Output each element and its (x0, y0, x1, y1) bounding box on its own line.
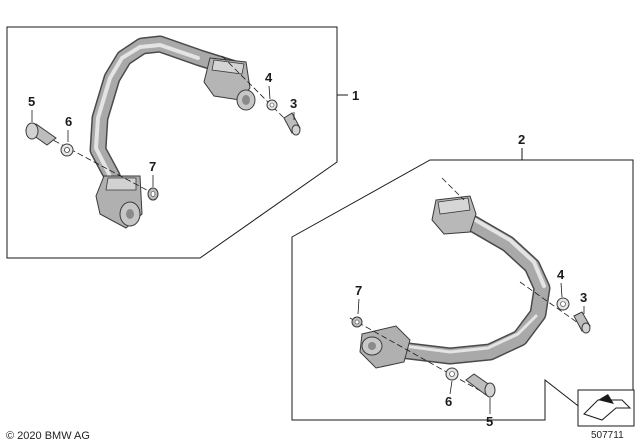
callout-5-group2: 5 (486, 414, 493, 429)
callout-7-group1: 7 (149, 159, 156, 174)
callout-3-group2: 3 (580, 290, 587, 305)
group2-frame (291, 159, 634, 421)
group2-washer-small (556, 297, 570, 311)
callout-4-group1: 4 (265, 70, 273, 85)
callout-2: 2 (518, 132, 525, 147)
group1-bolt-large (25, 122, 57, 146)
group2-bolt-small (573, 311, 591, 334)
group1-bolt-small (283, 112, 301, 136)
group1-washer-small (266, 99, 278, 111)
group2-crash-bar (359, 195, 551, 369)
leader-6-group2 (449, 380, 453, 395)
group2-bolt-large (465, 373, 496, 398)
group2-nut (351, 316, 363, 328)
leader-7-group2 (357, 298, 360, 315)
callout-3-group1: 3 (290, 96, 297, 111)
callout-6-group1: 6 (65, 114, 72, 129)
group2-washer-large (445, 367, 459, 381)
group1-axis-lower (37, 131, 159, 197)
group1-crash-bar (89, 35, 256, 229)
callout-1: 1 (352, 88, 359, 103)
group2-axis-lower (349, 317, 487, 395)
leader-4-group1 (268, 85, 271, 100)
callout-7-group2: 7 (355, 283, 362, 298)
leader-4-group2 (560, 282, 563, 298)
group2-axis-right (519, 281, 589, 331)
group1-frame (6, 26, 338, 259)
copyright: © 2020 BMW AG (6, 430, 90, 442)
document-number: 507711 (591, 430, 624, 441)
callout-4-group2: 4 (557, 267, 565, 282)
group2-axis-upper (441, 177, 465, 201)
orientation-arrow-icon (577, 389, 635, 427)
group1-nut (147, 187, 159, 201)
group1-axis-upper (221, 55, 293, 127)
callout-6-group2: 6 (445, 394, 452, 409)
callout-5-group1: 5 (28, 94, 35, 109)
group1-washer-large (60, 143, 74, 157)
